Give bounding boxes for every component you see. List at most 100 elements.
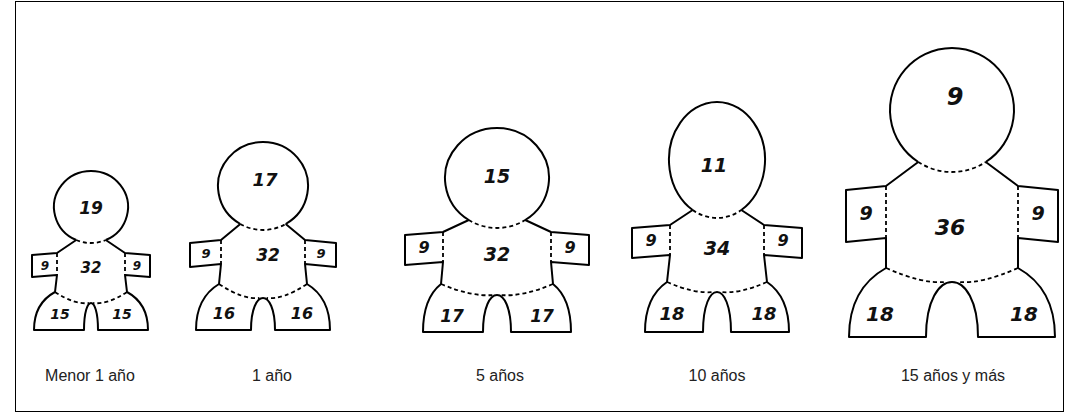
- percent-number: 18: [866, 302, 894, 326]
- body-figure: 10 años1193491818: [607, 0, 827, 414]
- leg-region: 16: [211, 304, 237, 324]
- percent-number: 32: [81, 259, 102, 277]
- percent-number: 32: [484, 243, 510, 265]
- head-region: 19: [77, 198, 105, 219]
- leg-region: 18: [864, 302, 896, 326]
- body-figure: 15 años y más993691818: [842, 0, 1062, 414]
- body-figure: 1 año 17 9 32 9 16 16: [153, 0, 373, 414]
- region-boundary: [56, 253, 58, 275]
- region-boundary: [1017, 186, 1019, 238]
- head-contour: [218, 142, 308, 224]
- percent-number: 16: [213, 304, 235, 323]
- age-caption: 5 años: [476, 366, 524, 385]
- percent-number: 19: [79, 198, 103, 218]
- percent-number: 9: [316, 246, 325, 261]
- percent-number: 9: [133, 259, 141, 273]
- head-contour: [445, 128, 549, 220]
- percent-number: 11: [701, 154, 727, 176]
- region-boundary: [501, 284, 553, 295]
- percent-number: 18: [659, 303, 684, 324]
- leg-region: 18: [749, 303, 778, 325]
- percent-number: 17: [440, 306, 464, 326]
- arm-region: 9: [775, 231, 790, 251]
- percent-number: 15: [112, 306, 131, 322]
- head-contour: [890, 48, 1014, 162]
- body-outline: [842, 0, 1062, 414]
- arm-region: 9: [199, 243, 212, 263]
- body-outline: [607, 0, 827, 414]
- trunk-region: 32: [254, 245, 282, 266]
- head-contour: [54, 171, 128, 240]
- region-boundary: [469, 220, 525, 228]
- region-boundary: [918, 162, 986, 172]
- body-figure: Menor 1 año 19 9 32 9 15 15: [0, 0, 201, 414]
- leg-region: 17: [528, 306, 556, 327]
- age-caption: 1 año: [252, 366, 292, 385]
- region-boundary: [124, 253, 126, 275]
- percent-number: 9: [777, 231, 788, 250]
- body-figure: 5 años 15 9 32 9 17 17: [387, 0, 607, 414]
- body-outline: [387, 0, 607, 414]
- trunk-region: 34: [702, 237, 732, 260]
- head-region: 17: [250, 169, 279, 191]
- region-boundary: [220, 240, 222, 264]
- body-contour: [405, 220, 589, 332]
- percent-number: 9: [564, 238, 575, 257]
- percent-number: 32: [256, 245, 280, 265]
- body-contour: [190, 224, 336, 330]
- body-contour: [32, 240, 150, 330]
- head-region: 11: [699, 154, 729, 177]
- body-contour: [846, 162, 1058, 337]
- trunk-region: 32: [482, 243, 512, 266]
- region-boundary: [304, 240, 306, 264]
- leg-region: 18: [1008, 302, 1040, 326]
- leg-region: 15: [48, 304, 71, 324]
- trunk-region: 32: [79, 258, 104, 278]
- percent-number: 9: [859, 202, 872, 224]
- region-boundary: [441, 284, 493, 295]
- percent-number: 15: [484, 165, 510, 187]
- percent-number: 15: [50, 306, 69, 322]
- frame-border: [16, 2, 1064, 412]
- region-boundary: [960, 268, 1018, 282]
- region-boundary: [76, 240, 106, 243]
- region-boundary: [763, 225, 765, 255]
- region-boundary: [693, 210, 742, 218]
- leg-region: 15: [110, 304, 133, 324]
- region-boundary: [240, 224, 285, 230]
- body-outline: [153, 0, 373, 414]
- arm-region: 9: [857, 202, 874, 225]
- percent-number: 34: [704, 237, 730, 259]
- percent-number: 9: [41, 259, 49, 273]
- head-contour: [669, 102, 765, 210]
- region-boundary: [267, 284, 307, 298]
- region-boundary: [93, 292, 127, 303]
- region-boundary: [667, 282, 713, 292]
- trunk-region: 36: [933, 215, 968, 241]
- region-boundary: [721, 282, 767, 292]
- head-region: 9: [945, 83, 966, 111]
- leg-region: 17: [438, 306, 466, 327]
- head-region: 15: [482, 165, 512, 188]
- percent-number: 18: [751, 303, 776, 324]
- percent-number: 9: [947, 83, 964, 111]
- region-boundary: [885, 186, 887, 238]
- region-boundary: [669, 225, 671, 255]
- region-boundary: [219, 284, 259, 298]
- region-boundary: [550, 232, 552, 262]
- arm-region: 9: [562, 238, 577, 258]
- percent-number: 18: [1010, 302, 1038, 326]
- body-contour: [632, 210, 802, 332]
- percent-number: 17: [252, 169, 277, 190]
- leg-region: 16: [289, 304, 315, 324]
- percent-number: 9: [1031, 202, 1044, 224]
- arm-region: 9: [416, 238, 431, 258]
- region-boundary: [442, 232, 444, 262]
- region-boundary: [886, 268, 944, 282]
- arm-region: 9: [39, 255, 51, 275]
- percent-number: 16: [291, 304, 313, 323]
- percent-number: 17: [530, 306, 554, 326]
- age-caption: Menor 1 año: [45, 366, 135, 385]
- percent-number: 36: [935, 215, 966, 240]
- leg-region: 18: [657, 303, 686, 325]
